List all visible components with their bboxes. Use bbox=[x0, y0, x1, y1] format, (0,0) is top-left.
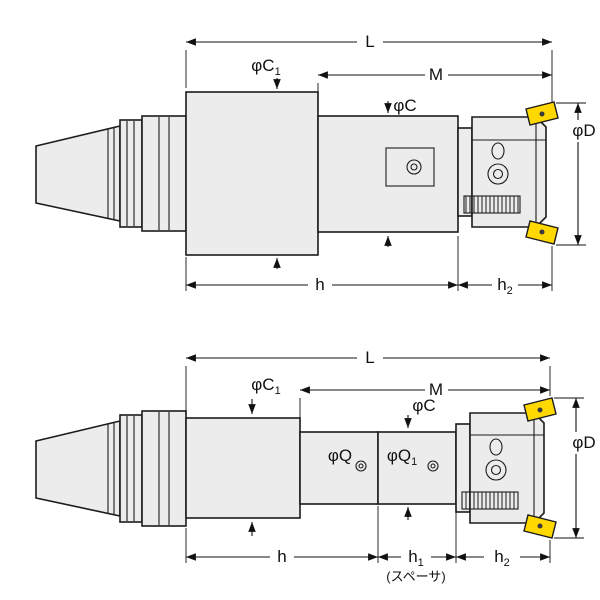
dim-label-h: h bbox=[315, 275, 324, 294]
dim-label-phiD: φD bbox=[572, 433, 595, 452]
dim-label-h2: h2 bbox=[494, 547, 510, 569]
spacer-screw-center bbox=[430, 463, 436, 469]
top-view: L M φC1 φC φD h h2 bbox=[35, 32, 596, 297]
insert-screw-icon bbox=[537, 407, 543, 413]
dimensions-bottom: L M φC1 φC φQ φQ1 φD h h1 (スペーサ) h bbox=[185, 348, 596, 584]
taper-shank bbox=[35, 419, 121, 517]
adjust-slot bbox=[491, 142, 505, 160]
set-screw-center bbox=[410, 163, 418, 171]
insert-screw-icon bbox=[539, 111, 545, 117]
dim-label-M: M bbox=[429, 65, 443, 84]
flange bbox=[141, 410, 187, 527]
knurled-ring bbox=[463, 195, 521, 214]
head-screw-outer bbox=[487, 163, 509, 185]
dim-label-L: L bbox=[365, 348, 374, 367]
toolholder-body-bottom bbox=[35, 397, 557, 539]
clamp-plate bbox=[385, 147, 435, 187]
body-section-c bbox=[317, 115, 459, 233]
gripper-groove bbox=[119, 119, 143, 228]
dim-label-phiC1: φC1 bbox=[251, 56, 280, 78]
adjust-slot bbox=[489, 438, 503, 456]
dim-label-M: M bbox=[429, 380, 443, 399]
spacer-note: (スペーサ) bbox=[386, 569, 446, 584]
body-section-q bbox=[299, 431, 379, 505]
body-section-c1 bbox=[185, 417, 301, 519]
taper-shank bbox=[35, 124, 121, 222]
knurled-ring bbox=[461, 491, 519, 510]
toolholder-body-top bbox=[35, 91, 559, 256]
head-screw-inner bbox=[492, 168, 504, 180]
head-screw-inner bbox=[490, 464, 502, 476]
spacer-screw-center bbox=[358, 463, 364, 469]
dim-label-phiC1: φC1 bbox=[251, 375, 280, 397]
dim-label-L: L bbox=[365, 32, 374, 51]
spacer-section bbox=[377, 431, 457, 505]
dim-label-h2: h2 bbox=[497, 275, 513, 297]
dim-label-phiQ1: φQ1 bbox=[387, 446, 417, 468]
spacer-screw-ring bbox=[355, 460, 367, 472]
dim-label-h: h bbox=[277, 547, 286, 566]
dim-label-h1: h1 bbox=[408, 547, 424, 569]
flange bbox=[141, 115, 187, 232]
dim-label-phiC: φC bbox=[393, 96, 416, 115]
insert-screw-icon bbox=[539, 229, 545, 235]
set-screw-ring bbox=[406, 159, 422, 175]
head-screw-outer bbox=[485, 459, 507, 481]
spacer-screw-ring bbox=[427, 460, 439, 472]
insert-screw-icon bbox=[537, 523, 543, 529]
dim-label-phiC: φC bbox=[412, 396, 435, 415]
dim-label-phiD: φD bbox=[572, 121, 595, 140]
dim-label-phiQ: φQ bbox=[328, 446, 352, 465]
gripper-groove bbox=[119, 414, 143, 523]
body-section-c1 bbox=[185, 91, 319, 256]
bottom-view: L M φC1 φC φQ φQ1 φD h h1 (スペーサ) h bbox=[35, 348, 596, 584]
dimensions-top: L M φC1 φC φD h h2 bbox=[185, 32, 596, 297]
